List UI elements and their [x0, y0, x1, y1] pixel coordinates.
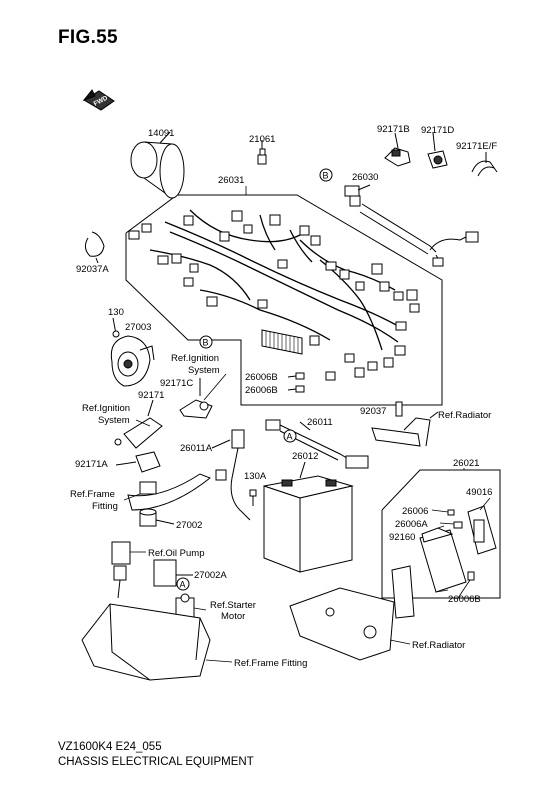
harness-connectors [128, 210, 420, 381]
label-26011: 26011 [307, 417, 333, 428]
label-ref-starter-motor-b: Motor [221, 611, 245, 622]
label-92171B: 92171B [377, 124, 410, 135]
fuse-26006B-2 [295, 385, 305, 393]
label-26006B-1: 26006B [245, 372, 278, 383]
battery-26012 [263, 461, 354, 573]
label-27002A: 27002A [194, 570, 227, 581]
part-21061 [257, 140, 267, 165]
connector-27002A [153, 559, 193, 587]
label-27002: 27002 [176, 520, 202, 531]
fuse-26006B-1 [295, 372, 305, 380]
fuse-box-92160 [419, 509, 475, 593]
label-49016: 49016 [466, 487, 492, 498]
leader-lines [123, 186, 491, 663]
label-ref-frame-fitting-2: Ref.Frame Fitting [234, 658, 307, 669]
radiator-bracket [289, 565, 415, 661]
label-26021: 26021 [453, 458, 479, 469]
clamp-92037A [84, 231, 105, 264]
label-ref-radiator-2: Ref.Radiator [412, 640, 465, 651]
callout-b-1: B [319, 168, 333, 182]
bolt-130A [249, 489, 257, 506]
label-26006B-2: 26006B [245, 385, 278, 396]
footer-section-title: CHASSIS ELECTRICAL EQUIPMENT [58, 756, 254, 768]
bracket-92037 [371, 401, 439, 447]
label-ref-ignition-1a: Ref.Ignition [171, 353, 219, 364]
label-26011A: 26011A [180, 443, 213, 454]
cable-26011A [211, 429, 251, 521]
label-21061: 21061 [249, 134, 275, 145]
label-26031: 26031 [218, 175, 244, 186]
label-130: 130 [108, 307, 124, 318]
label-92037A: 92037A [76, 264, 109, 275]
callout-a-1: A [283, 429, 297, 443]
clamp-92171D [427, 132, 448, 169]
frame-fitting-bracket [127, 473, 211, 511]
label-130A: 130A [244, 471, 267, 482]
forward-arrow-icon: FWD [82, 89, 115, 111]
svg-text:A: A [180, 580, 186, 590]
label-26030: 26030 [352, 172, 378, 183]
label-ref-radiator-1: Ref.Radiator [438, 410, 491, 421]
label-ref-frame-fitting-1a: Ref.Frame [70, 489, 115, 500]
callout-b-2: B [199, 335, 213, 349]
label-27003: 27003 [125, 322, 151, 333]
part-14091-cylinder [130, 131, 185, 199]
label-92171C: 92171C [160, 378, 193, 389]
part-27003 [110, 317, 155, 387]
callout-a-2: A [176, 577, 190, 591]
label-ref-ignition-1b: System [188, 365, 220, 376]
figure-title: FIG.55 [58, 27, 118, 48]
label-ref-starter-motor-a: Ref.Starter [210, 600, 256, 611]
part-26030-harness [344, 184, 479, 267]
svg-text:B: B [323, 171, 329, 181]
label-92037: 92037 [360, 406, 386, 417]
clamp-92171EF [471, 152, 498, 177]
footer-model-code: VZ1600K4 E24_055 [58, 741, 162, 753]
relay-27002 [139, 508, 175, 527]
label-ref-oil-pump: Ref.Oil Pump [148, 548, 205, 559]
fuse-box-frame [381, 469, 501, 599]
label-92171A: 92171A [75, 459, 108, 470]
label-ref-frame-fitting-1b: Fitting [92, 501, 118, 512]
label-92160: 92160 [389, 532, 415, 543]
label-ref-ignition-2a: Ref.Ignition [82, 403, 130, 414]
label-26006A: 26006A [395, 519, 428, 530]
main-connector-block [261, 329, 303, 355]
battery-tray [81, 603, 211, 681]
svg-text:A: A [287, 432, 293, 442]
label-26006: 26006 [402, 506, 428, 517]
label-92171: 92171 [138, 390, 164, 401]
label-26006B-3: 26006B [448, 594, 481, 605]
label-ref-ignition-2b: System [98, 415, 130, 426]
bracket-92171A [115, 451, 161, 473]
harness-frame [125, 194, 443, 406]
clamp-92171B [384, 132, 411, 167]
connector-oil-pump [111, 541, 131, 599]
bracket-92171C [179, 378, 213, 419]
cable-26011 [265, 419, 369, 469]
label-92171D: 92171D [421, 125, 454, 136]
fuse-box-cover-49016 [467, 505, 497, 555]
label-92171EF: 92171E/F [456, 141, 497, 152]
svg-text:B: B [203, 338, 209, 348]
bracket-92171 [114, 399, 163, 449]
label-26012: 26012 [292, 451, 318, 462]
label-14091: 14091 [148, 128, 174, 139]
